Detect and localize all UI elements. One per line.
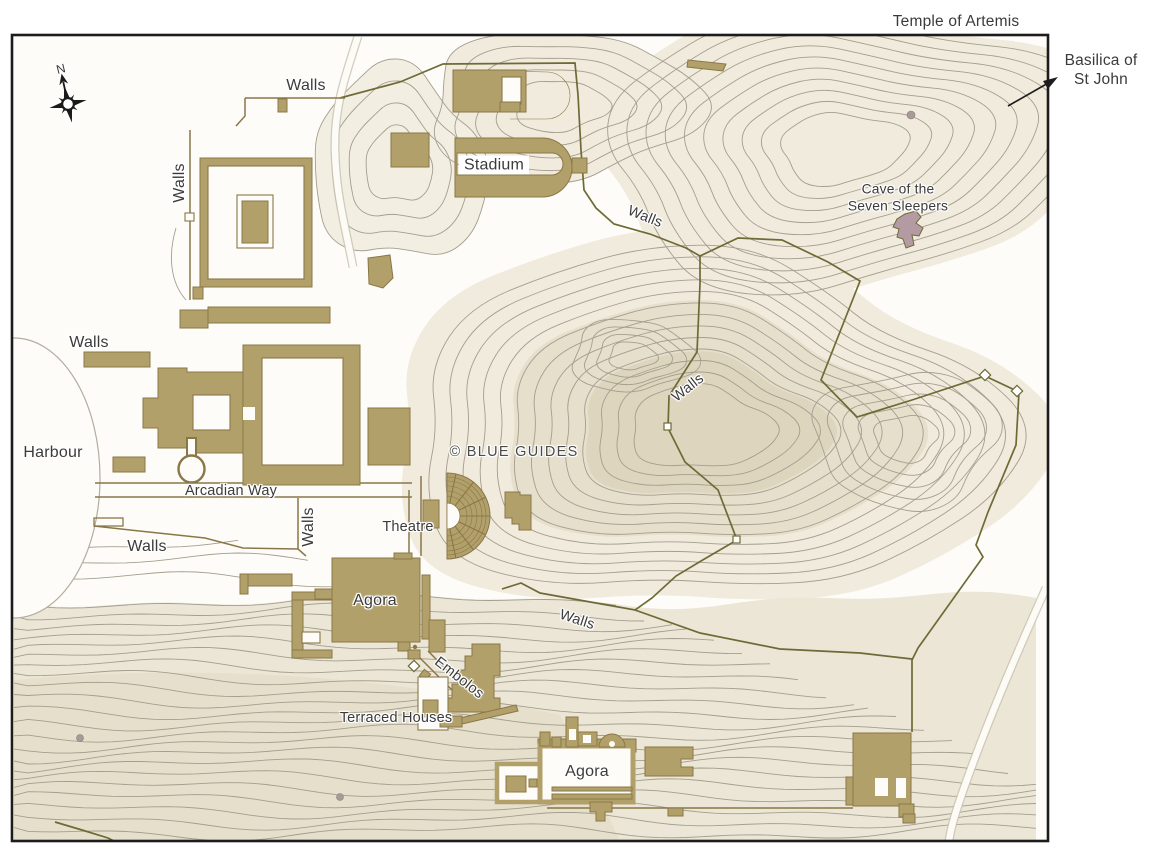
map-border [10,33,1050,843]
theatre-structure [422,472,491,560]
label-walls-south: Walls [557,606,597,634]
label-walls-stadium: Walls [625,202,665,232]
point-features [76,110,924,801]
label-compass-north: N [54,61,68,77]
label-theatre: Theatre [382,519,434,535]
building-east-of-agora [644,746,694,777]
label-copyright: © BLUE GUIDES [449,444,579,460]
harbour-gymnasium [207,306,331,324]
map-dot [336,793,344,801]
upper-agora-complex [239,552,446,660]
label-agora-upper: Agora [353,592,397,609]
city-walls-olive [54,62,1024,840]
label-walls-north: Walls [286,77,326,94]
label-embolos: Embolos [431,653,487,703]
theatre-stage [422,499,440,529]
wall-tower [978,368,992,382]
harbour-walls-tan [83,70,853,809]
building-west-of-stadium [390,132,430,168]
building-ne-of-theatre [504,491,532,531]
wall-tower [732,535,741,544]
basilica-arrow [1007,77,1058,107]
label-basilica-of-st-john: Basilica of St John [1064,52,1138,88]
stadium-track-outline [504,70,571,120]
label-walls-mid: Walls [300,507,317,547]
wall-tower [1010,384,1024,398]
label-walls-harbour-north: Walls [69,334,109,351]
east-gymnasium [845,732,916,824]
label-cave-of-seven-sleepers: Cave of the Seven Sleepers [847,181,949,214]
embolos-buildings [407,643,519,731]
upper-agora [331,557,421,643]
label-temple-of-artemis: Temple of Artemis [892,13,1020,30]
harbour-basin [13,337,101,619]
lower-agora [537,743,636,805]
cave-of-seven-sleepers-site [892,210,924,249]
compass-rose [49,73,87,123]
harbour-wall-block [83,351,151,368]
map-dot [906,110,916,120]
buildings [112,59,916,824]
label-walls-hill: Walls [668,370,708,406]
fountain-amphora [177,437,206,484]
label-harbour: Harbour [23,444,83,461]
lower-agora-complex [494,716,694,822]
north-arrow [59,73,69,86]
label-walls-harbour-south: Walls [127,538,167,555]
label-terraced-houses: Terraced Houses [339,710,453,726]
map-dot [76,734,84,742]
odeon [598,733,626,748]
wall-tower [663,422,672,431]
roads [330,36,1047,840]
label-walls-northwest: Walls [171,163,188,203]
contour-lines [13,36,1047,840]
label-agora-lower: Agora [565,763,609,780]
theatre-orchestra [446,502,461,530]
label-arcadian-way: Arcadian Way [184,483,278,499]
theatre-gymnasium [367,407,411,466]
label-stadium: Stadium [458,155,530,175]
